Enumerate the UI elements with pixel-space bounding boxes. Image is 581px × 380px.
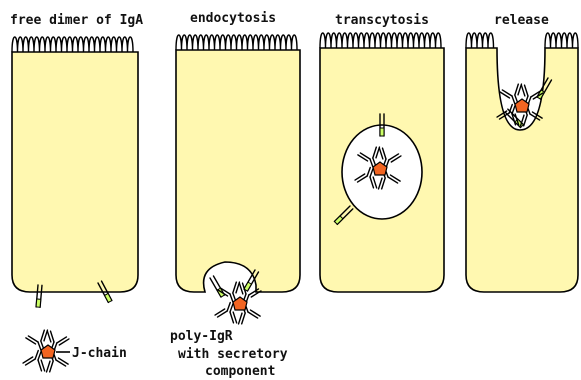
microvilli <box>176 35 297 50</box>
receptor-endo-left <box>210 276 224 297</box>
cell-transcytosis <box>320 33 444 292</box>
stage-title-transcytosis: transcytosis <box>335 13 429 28</box>
cell-endocytosis: poly-IgR with secretory component <box>170 35 300 379</box>
stage-title-free: free dimer of IgA <box>10 13 143 28</box>
endocytosed-iga-dimer <box>215 281 262 325</box>
microvilli <box>12 37 133 52</box>
microvilli <box>320 33 441 48</box>
receptor-label: poly-IgR <box>170 329 233 344</box>
stage-title-endocytosis: endocytosis <box>190 11 276 26</box>
receptor-sublabel-2: component <box>205 364 275 379</box>
j-chain-label: J-chain <box>72 346 127 361</box>
free-iga-dimer <box>23 329 70 373</box>
stage-title-release: release <box>494 13 549 28</box>
receptor-sublabel-1: with secretory <box>178 347 288 362</box>
cell-free: J-chain <box>12 37 138 373</box>
microvilli <box>466 33 578 48</box>
cell-release <box>466 33 578 292</box>
